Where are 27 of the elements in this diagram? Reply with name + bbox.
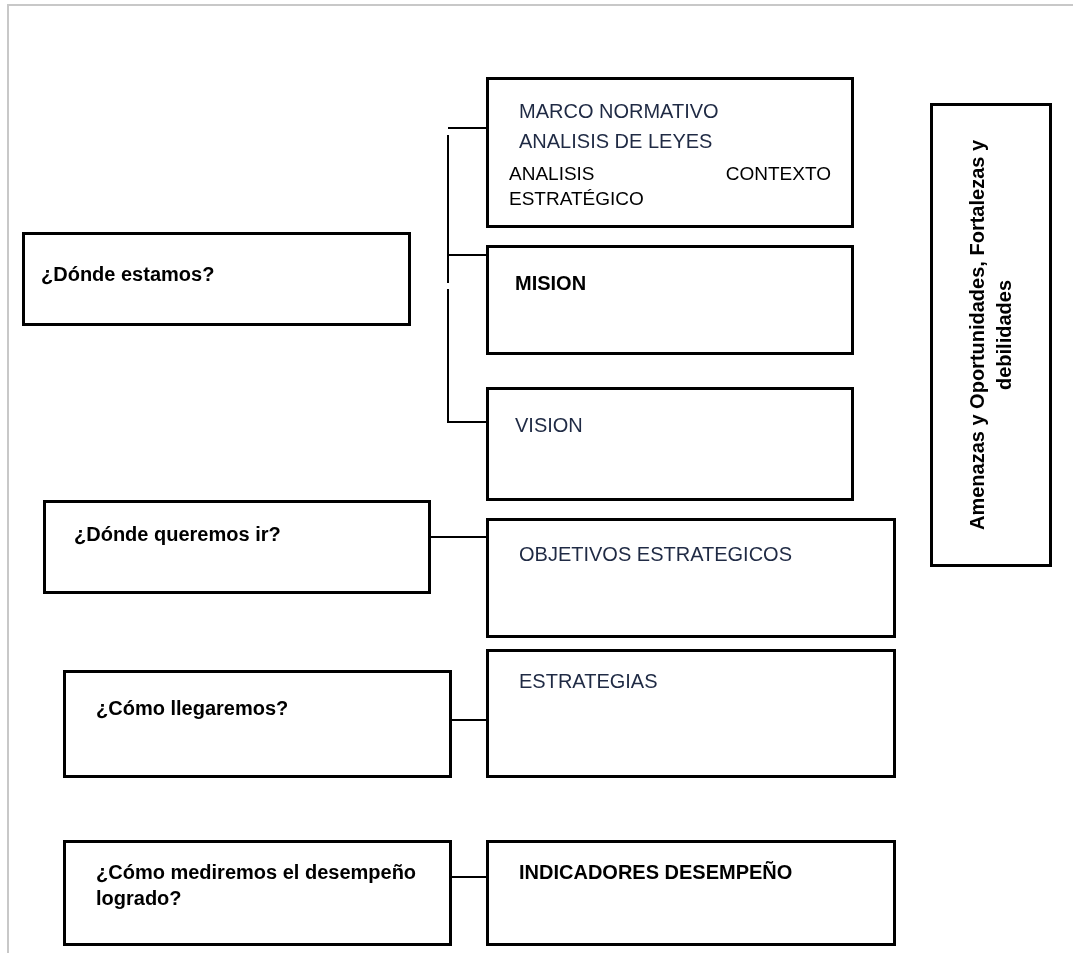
question-box	[43, 500, 431, 594]
question-box	[22, 232, 411, 326]
connector-line	[451, 719, 487, 721]
question-box	[63, 840, 452, 946]
box-text: MARCO NORMATIVO	[519, 99, 720, 124]
box-text: MISION	[515, 271, 588, 296]
box-text: ¿Dónde estamos?	[41, 262, 216, 287]
box-text: VISION	[515, 413, 584, 438]
swot-box	[930, 103, 1052, 567]
content-box	[486, 518, 896, 638]
box-text: ¿Dónde queremos ir?	[74, 522, 282, 547]
content-box	[486, 387, 854, 501]
connector-line	[430, 536, 487, 538]
connector-line	[451, 876, 487, 878]
box-text: ANALISIS CONTEXTO ESTRATÉGICO	[509, 162, 831, 211]
box-text: ANALISIS DE LEYES	[519, 129, 714, 154]
box-text: ¿Cómo mediremos el desempeño logrado?	[96, 860, 418, 911]
box-text: Amenazas y Oportunidades, Fortalezas y debilidades	[965, 138, 1016, 533]
box-text: ¿Cómo llegaremos?	[96, 696, 290, 721]
box-text: OBJETIVOS ESTRATEGICOS	[519, 542, 793, 567]
content-box	[486, 245, 854, 355]
box-text: ESTRATEGIAS	[519, 669, 659, 694]
box-text: INDICADORES DESEMPEÑO	[519, 860, 794, 885]
content-box	[486, 77, 854, 228]
question-box	[63, 670, 452, 778]
content-box	[486, 840, 896, 946]
content-box	[486, 649, 896, 778]
